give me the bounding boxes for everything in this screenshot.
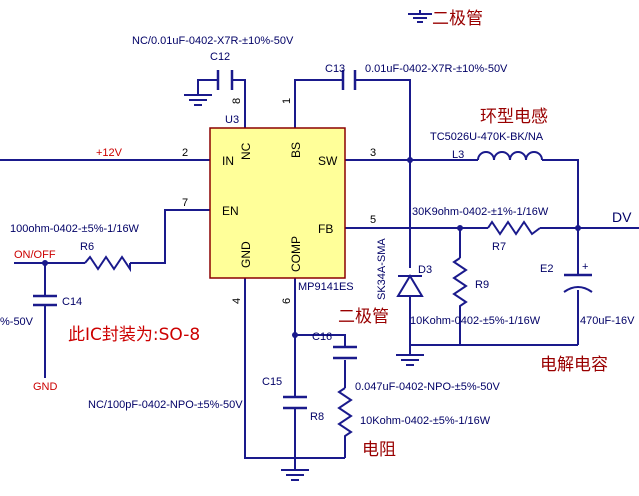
ic-u3: U3 MP9141ES IN EN SW FB NC BS GND COMP 2… bbox=[182, 98, 376, 304]
pin-name-nc: NC bbox=[239, 142, 253, 160]
capacitor-c13: C13 0.01uF-0402-X7R-±10%-50V bbox=[325, 63, 508, 90]
wire-nc bbox=[197, 79, 246, 128]
capacitor-c16: C16 0.047uF-0402-NPO-±5%-50V bbox=[312, 331, 500, 393]
wire-comp bbox=[294, 278, 346, 458]
annotation-diode-top: 二极管 bbox=[432, 9, 483, 29]
l3-ref: L3 bbox=[452, 149, 464, 161]
annotation-electrolytic: 电解电容 bbox=[540, 355, 608, 375]
inductor-l3: L3 TC5026U-470K-BK/NA bbox=[430, 131, 544, 161]
capacitor-e2: + E2 470uF-16V bbox=[540, 261, 635, 327]
pin-num-en: 7 bbox=[182, 197, 188, 209]
junction-comp bbox=[292, 332, 298, 338]
pin-name-fb: FB bbox=[318, 222, 333, 236]
pin-name-sw: SW bbox=[318, 154, 338, 168]
pin-name-gnd: GND bbox=[239, 241, 253, 268]
c13-value: 0.01uF-0402-X7R-±10%-50V bbox=[365, 63, 508, 75]
wire-gnd-pin bbox=[244, 278, 345, 459]
pin-num-bs: 1 bbox=[281, 98, 293, 104]
c14-ref: C14 bbox=[62, 296, 82, 308]
net-vin: +12V bbox=[96, 147, 123, 159]
r7-ref: R7 bbox=[492, 241, 506, 253]
resistor-r9: R9 10Kohm-0402-±5%-1/16W bbox=[410, 257, 541, 327]
junction-out bbox=[575, 225, 581, 231]
r8-ref: R8 bbox=[310, 411, 324, 423]
pin-name-in: IN bbox=[222, 154, 234, 168]
c16-ref: C16 bbox=[312, 331, 332, 343]
pin-num-fb: 5 bbox=[370, 214, 376, 226]
ground-symbol-top bbox=[408, 10, 432, 23]
r8-value: 10Kohm-0402-±5%-1/16W bbox=[360, 415, 491, 427]
resistor-r8: R8 10Kohm-0402-±5%-1/16W bbox=[310, 387, 491, 440]
capacitor-c15: C15 NC/100pF-0402-NPO-±5%-50V bbox=[88, 376, 307, 411]
c15-ref: C15 bbox=[262, 376, 282, 388]
net-gnd-label: GND bbox=[33, 381, 58, 393]
junctions bbox=[42, 157, 581, 338]
net-on-off: ON/OFF bbox=[14, 249, 56, 261]
ic-body bbox=[209, 127, 346, 279]
diode-d3: D3 SK34A-SMA bbox=[376, 238, 432, 300]
wire-en bbox=[14, 209, 210, 264]
resistor-r7: 30K9ohm-0402-±1%-1/16W R7 bbox=[412, 206, 549, 253]
annotation-resistor: 电阻 bbox=[362, 440, 396, 460]
ground-symbol-bottom bbox=[281, 469, 309, 481]
junction-sw bbox=[407, 157, 413, 163]
resistor-r6: 100ohm-0402-±5%-1/16W R6 bbox=[10, 223, 140, 273]
wire-bs bbox=[294, 79, 411, 160]
ground-symbol-c12 bbox=[184, 94, 212, 106]
c15-value: NC/100pF-0402-NPO-±5%-50V bbox=[88, 399, 243, 411]
pin-num-sw: 3 bbox=[370, 147, 376, 159]
ic-ref: U3 bbox=[225, 114, 239, 126]
l3-value: TC5026U-470K-BK/NA bbox=[430, 131, 544, 143]
c13-ref: C13 bbox=[325, 63, 345, 75]
c14-value: %-50V bbox=[0, 316, 34, 328]
annotation-inductor: 环型电感 bbox=[480, 107, 548, 127]
pin-name-bs: BS bbox=[289, 142, 303, 158]
ground-symbol-diode bbox=[396, 354, 424, 366]
pin-num-gnd: 4 bbox=[231, 298, 243, 304]
pin-num-nc: 8 bbox=[231, 98, 243, 104]
net-out: DV bbox=[612, 209, 632, 225]
annotation-diode-mid: 二极管 bbox=[338, 307, 389, 327]
d3-value: SK34A-SMA bbox=[376, 238, 388, 300]
d3-ref: D3 bbox=[418, 264, 432, 276]
e2-ref: E2 bbox=[540, 263, 553, 275]
c16-value: 0.047uF-0402-NPO-±5%-50V bbox=[355, 381, 500, 393]
e2-value: 470uF-16V bbox=[580, 315, 635, 327]
annotation-package: 此IC封装为:SO-8 bbox=[68, 325, 200, 345]
r9-value: 10Kohm-0402-±5%-1/16W bbox=[410, 315, 541, 327]
junction-fb-r9 bbox=[457, 225, 463, 231]
ic-part: MP9141ES bbox=[298, 281, 354, 293]
pin-name-en: EN bbox=[222, 204, 239, 218]
c12-value: NC/0.01uF-0402-X7R-±10%-50V bbox=[132, 35, 294, 47]
r6-ref: R6 bbox=[80, 241, 94, 253]
pin-name-comp: COMP bbox=[289, 236, 303, 272]
capacitor-c12: NC/0.01uF-0402-X7R-±10%-50V C12 bbox=[132, 35, 294, 90]
r7-value: 30K9ohm-0402-±1%-1/16W bbox=[412, 206, 549, 218]
r9-ref: R9 bbox=[475, 279, 489, 291]
pin-num-in: 2 bbox=[182, 147, 188, 159]
capacitor-c14: C14 %-50V bbox=[0, 294, 82, 328]
c12-ref: C12 bbox=[210, 51, 230, 63]
r6-value: 100ohm-0402-±5%-1/16W bbox=[10, 223, 140, 235]
junction-en bbox=[42, 260, 48, 266]
e2-polarity: + bbox=[582, 261, 588, 273]
pin-num-comp: 6 bbox=[281, 298, 293, 304]
wires bbox=[0, 79, 639, 470]
